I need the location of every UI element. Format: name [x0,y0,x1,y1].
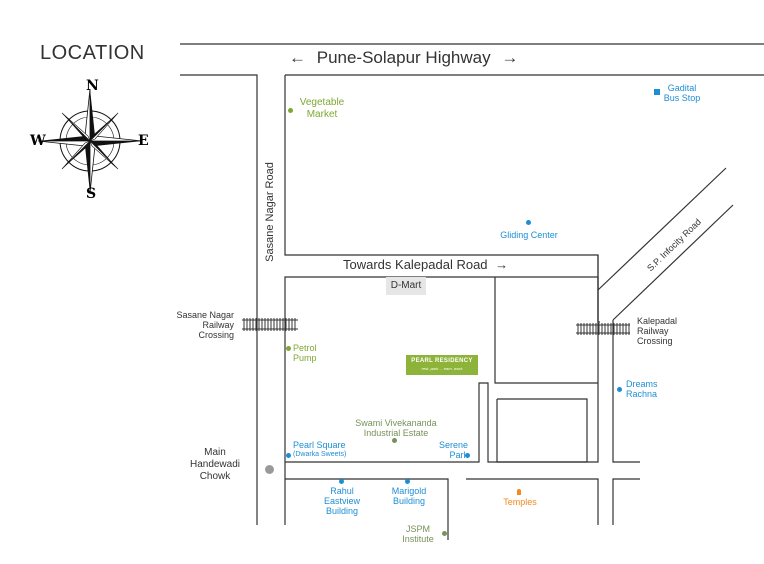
jspm-marker-icon [442,531,447,536]
dreams-rachna-label: Dreams Rachna [626,379,658,399]
compass-rose-icon [37,88,143,194]
vegetable-market-label: Vegetable Market [299,97,345,120]
gadital-bus-stop-label: Gadital Bus Stop [663,83,701,103]
swami-vivekananda-label: Swami Vivekananda Industrial Estate [355,418,437,438]
vegetable-market-marker-icon [288,108,293,113]
pearl-residency-badge: PEARL RESIDENCY rest. park ... earn. wor… [406,355,478,375]
sasane-railway-crossing-label: Sasane Nagar Railway Crossing [176,310,234,340]
gliding-center-marker-icon [526,220,531,225]
compass-south-label: S [86,186,97,202]
marigold-marker-icon [405,479,410,484]
compass-east-label: E [138,133,149,149]
serene-park-marker-icon [465,453,470,458]
dmart-label: D-Mart [386,277,426,295]
infocity-road-left [597,167,727,291]
rahul-eastview-label: Rahul Eastview Building [323,486,360,516]
temples-label: Temples [503,497,537,507]
compass-west-label: W [30,133,46,149]
swami-vivekananda-marker-icon [392,438,397,443]
page-title: LOCATION [40,42,145,64]
highway-left-edge [180,74,258,525]
compass-north-label: N [86,78,99,94]
petrol-pump-marker-icon [286,346,291,351]
petrol-pump-label: Petrol Pump [293,343,317,363]
arrow-right-icon: → [495,257,509,272]
kalepadal-road-label: Towards Kalepadal Road → [343,257,509,272]
arrow-right-icon: → [501,48,519,67]
project-name: PEARL RESIDENCY [411,358,473,364]
gliding-center-label: Gliding Center [500,230,558,240]
dreams-rachna-marker-icon [617,387,622,392]
bus-stop-icon [654,89,660,95]
project-tagline: rest. park ... earn. work [421,366,463,371]
marigold-label: Marigold Building [391,486,427,506]
main-handewadi-chowk-label: Main Handewadi Chowk [189,447,241,482]
jspm-institute-label: JSPM Institute [402,524,434,544]
temple-icon [517,489,521,495]
rahul-eastview-marker-icon [339,479,344,484]
arrow-left-icon: ← [289,48,306,67]
kalepadal-railway-crossing-label: Kalepadal Railway Crossing [637,316,678,346]
serene-park-label: Serene Park [438,440,468,460]
pearl-square-label: Pearl Square (Dwarka Sweets) [293,440,347,458]
infocity-road-right [612,204,734,321]
highway-label: ← Pune-Solapur Highway → [289,48,519,67]
sasane-nagar-road-label: Sasane Nagar Road [264,162,276,262]
pearl-square-marker-icon [286,453,291,458]
chowk-marker-icon [265,465,274,474]
